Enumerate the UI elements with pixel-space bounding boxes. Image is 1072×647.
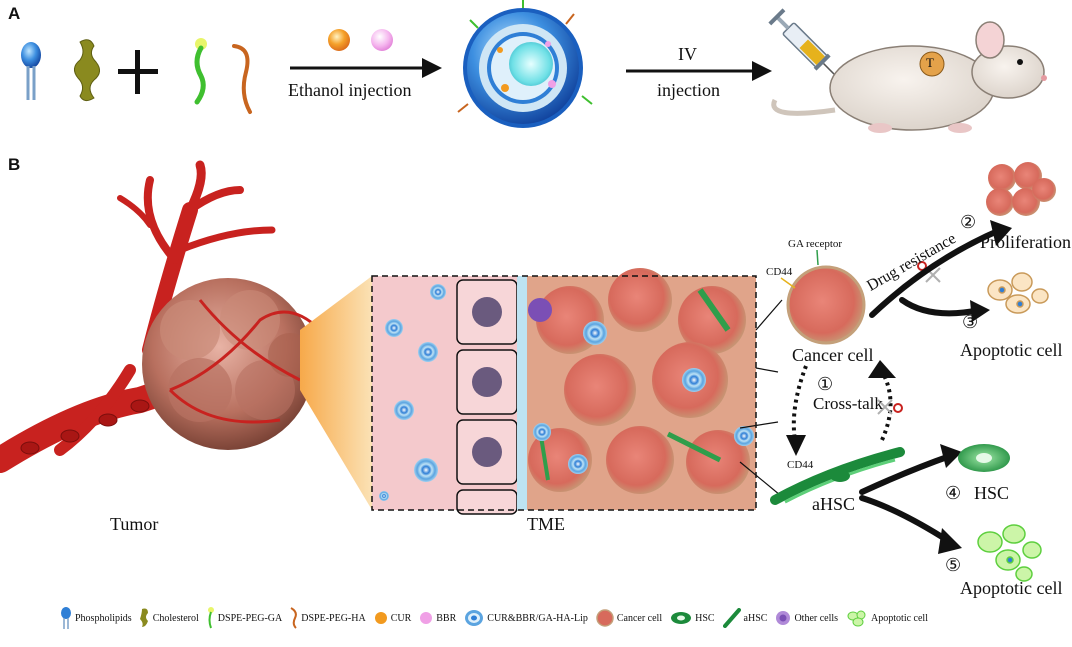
tumor-cell-cluster bbox=[527, 268, 756, 510]
scissors-icon bbox=[877, 399, 903, 415]
legend-label: BBR bbox=[436, 612, 457, 624]
iv-label: IV bbox=[678, 44, 697, 64]
legend-label: Apoptotic cell bbox=[871, 612, 928, 624]
marker-4: ④ bbox=[945, 483, 962, 503]
tumor-mass bbox=[142, 278, 314, 450]
legend-label: CUR bbox=[390, 612, 412, 624]
legend-item-cancer-cell: Cancer cell bbox=[596, 609, 662, 627]
apoptotic-cell-icon bbox=[847, 610, 866, 627]
legend-label: DSPE-PEG-HA bbox=[301, 612, 366, 624]
legend-item-dspe-peg-ha: DSPE-PEG-HA bbox=[290, 607, 366, 629]
dspe-peg-ha-icon bbox=[232, 44, 252, 114]
cancer-cell-label: Cancer cell bbox=[792, 345, 874, 365]
iv-injection-arrow bbox=[626, 61, 772, 81]
cholesterol-icon bbox=[139, 608, 148, 627]
proliferation-label: Proliferation bbox=[980, 232, 1071, 252]
legend-item-ahsc: aHSC bbox=[722, 608, 768, 628]
panel-b-letter: B bbox=[8, 155, 21, 174]
legend-label: aHSC bbox=[743, 612, 768, 624]
ahsc-cell bbox=[770, 447, 905, 505]
ethanol-injection-label: Ethanol injection bbox=[288, 80, 412, 100]
dspe-peg-ga-icon bbox=[194, 38, 207, 105]
legend-item-phospholipids: Phospholipids bbox=[60, 607, 132, 629]
panel-a-letter: A bbox=[8, 4, 21, 23]
liposomes bbox=[379, 284, 754, 501]
apoptotic-cell-3-label: Apoptotic cell bbox=[960, 340, 1063, 360]
dspe-peg-ha-icon bbox=[290, 607, 298, 629]
dspe-peg-ga-icon bbox=[207, 607, 214, 629]
cd44-bottom-label: CD44 bbox=[787, 459, 814, 471]
apoptotic-cells-5 bbox=[977, 524, 1042, 582]
tme-box bbox=[371, 268, 757, 515]
apoptotic-cells-3 bbox=[987, 272, 1049, 314]
ahsc-icon bbox=[722, 608, 741, 628]
main-cancer-cell bbox=[786, 265, 866, 345]
crosstalk-label: Cross-talk bbox=[813, 394, 883, 413]
cd44-top-label: CD44 bbox=[766, 266, 793, 278]
legend-label: Phospholipids bbox=[75, 612, 132, 624]
panel-b-graphic bbox=[0, 160, 1056, 582]
panel-a-graphic bbox=[21, 0, 1047, 133]
syringe-icon bbox=[768, 8, 837, 77]
ga-receptor-label: GA receptor bbox=[788, 238, 843, 250]
phospholipid-icon bbox=[21, 42, 41, 100]
legend-label: HSC bbox=[695, 612, 715, 624]
injection-label: injection bbox=[657, 80, 720, 100]
legend-item-dspe-peg-ga: DSPE-PEG-GA bbox=[207, 607, 282, 629]
endothelial-cells bbox=[456, 279, 518, 515]
hsc-label: HSC bbox=[974, 483, 1010, 503]
legend-label: DSPE-PEG-GA bbox=[217, 612, 283, 624]
marker-2: ② bbox=[960, 212, 977, 232]
apoptotic-cell-5-label: Apoptotic cell bbox=[960, 578, 1063, 598]
cholesterol-icon bbox=[74, 39, 100, 102]
tme-label: TME bbox=[527, 514, 565, 534]
legend-item-other-cells: Other cells bbox=[775, 610, 838, 626]
crosstalk-arrows bbox=[791, 365, 893, 441]
cur-icon bbox=[328, 29, 350, 51]
hsc-cell bbox=[958, 444, 1010, 472]
legend-item-bbr: BBR bbox=[419, 611, 456, 625]
legend-item-hsc: HSC bbox=[670, 611, 715, 625]
ahsc-label: aHSC bbox=[812, 494, 856, 514]
hsc-icon bbox=[671, 612, 692, 624]
legend-label: Cancer cell bbox=[616, 612, 663, 624]
legend-label: Cholesterol bbox=[152, 612, 199, 624]
other-cell-icon bbox=[776, 611, 791, 625]
legend: Phospholipids Cholesterol DSPE-PEG-GA DS… bbox=[60, 607, 1060, 629]
legend-item-cholesterol: Cholesterol bbox=[139, 607, 199, 629]
zoom-cone bbox=[300, 276, 372, 510]
plus-icon bbox=[118, 50, 158, 94]
marker-5: ⑤ bbox=[945, 555, 962, 575]
cancer-cell-icon bbox=[596, 609, 614, 627]
liposome-illustration bbox=[457, 0, 593, 128]
tumor-label: Tumor bbox=[110, 514, 159, 534]
marker-3: ③ bbox=[962, 312, 979, 332]
legend-item-apoptotic-cell: Apoptotic cell bbox=[846, 609, 928, 627]
legend-item-liposome: CUR&BBR/GA-HA-Lip bbox=[464, 609, 588, 627]
legend-label: CUR&BBR/GA-HA-Lip bbox=[487, 612, 588, 624]
ethanol-injection-arrow bbox=[290, 58, 442, 78]
mouse-illustration bbox=[771, 21, 1047, 133]
tumor-vessels bbox=[168, 299, 322, 424]
tumor-marker: T bbox=[926, 55, 934, 70]
phospholipid-icon bbox=[61, 607, 71, 629]
proliferation-cells bbox=[986, 162, 1056, 216]
marker-1: ① bbox=[817, 374, 834, 394]
bbr-icon bbox=[371, 29, 393, 51]
callout-lines bbox=[739, 299, 783, 496]
liposome-icon bbox=[465, 610, 484, 626]
bbr-icon bbox=[420, 612, 433, 624]
legend-item-cur: CUR bbox=[374, 611, 412, 625]
red-blood-cells bbox=[20, 399, 150, 455]
cur-icon bbox=[374, 612, 387, 624]
outcome-arrows bbox=[859, 227, 1003, 545]
legend-label: Other cells bbox=[794, 612, 839, 624]
